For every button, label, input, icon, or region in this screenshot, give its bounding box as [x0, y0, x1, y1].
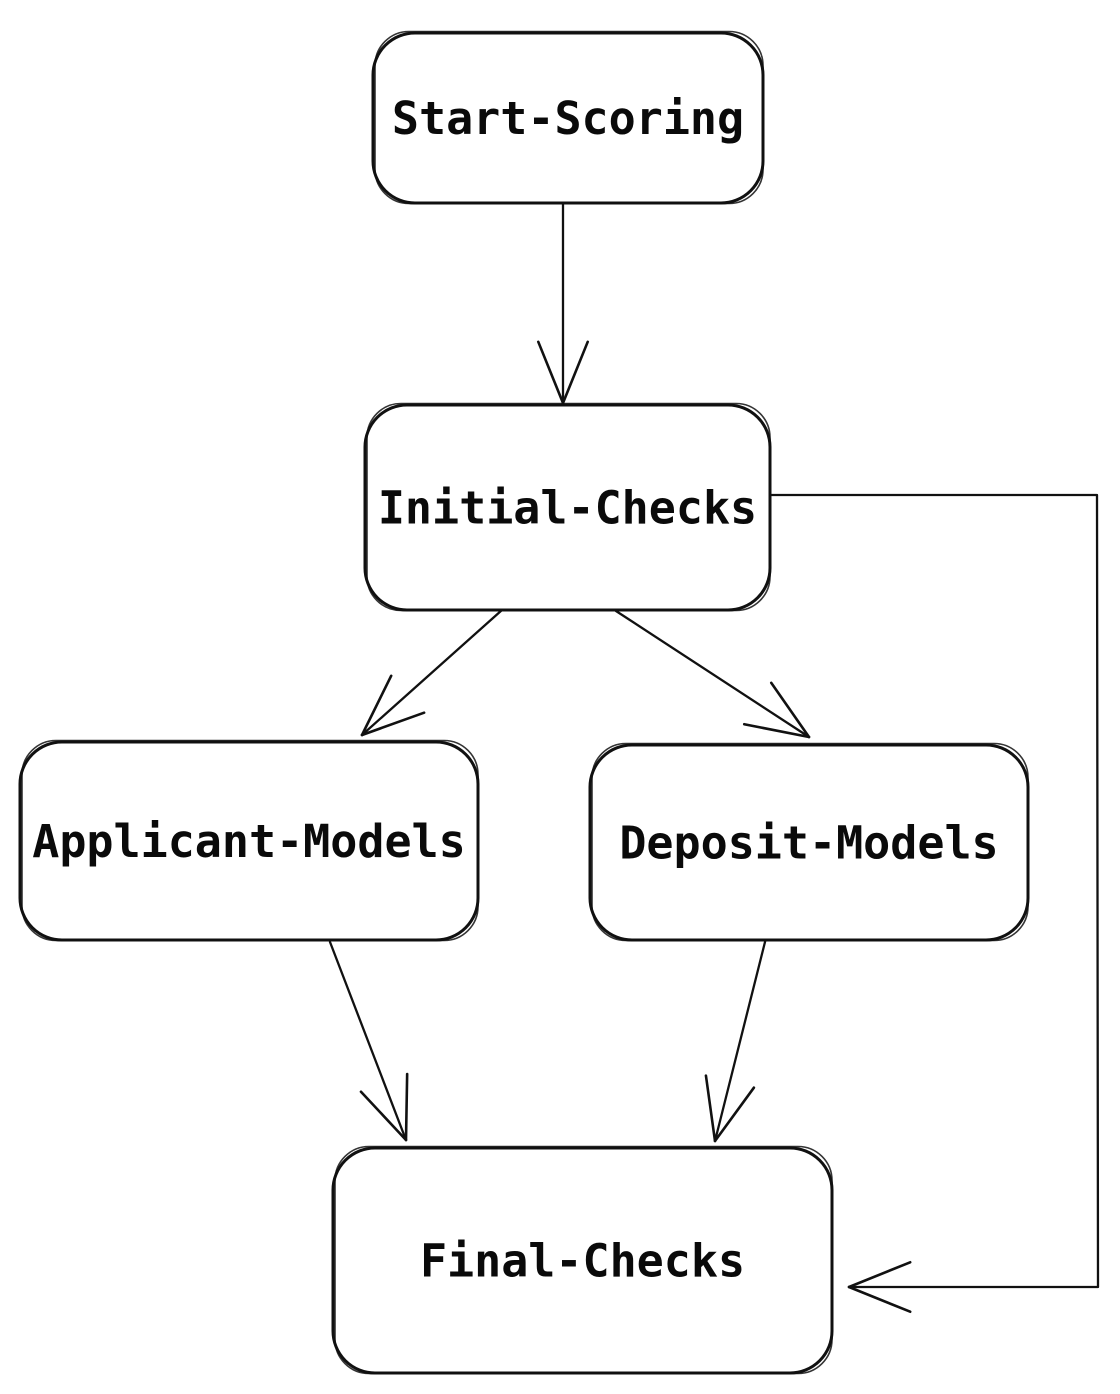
arrowhead-barb: [769, 681, 811, 739]
arrowhead-barb: [561, 340, 590, 405]
node-initial-checks: Initial-Checks: [363, 402, 772, 612]
node-label-applicant-models: Applicant-Models: [32, 815, 465, 868]
edge-line: [768, 493, 1100, 1289]
edge-initial-checks-to-applicant-models: [360, 608, 504, 737]
node-start-scoring: Start-Scoring: [371, 30, 765, 205]
arrowhead-barb: [360, 711, 426, 737]
arrowhead-barb: [713, 1086, 756, 1143]
edge-line: [328, 940, 408, 1142]
edge-line: [713, 936, 768, 1143]
node-deposit-models: Deposit-Models: [588, 742, 1030, 942]
arrowhead-barb: [360, 674, 393, 737]
arrowhead-barb: [359, 1090, 408, 1142]
edge-start-scoring-to-initial-checks: [536, 201, 590, 405]
arrowhead-barb: [536, 340, 565, 405]
arrowhead-barb: [847, 1285, 912, 1314]
node-box-sketch-stroke: [21, 739, 479, 942]
edge-line: [360, 608, 504, 737]
node-applicant-models: Applicant-Models: [18, 739, 480, 942]
edge-line: [614, 609, 811, 739]
node-label-start-scoring: Start-Scoring: [392, 92, 744, 145]
arrowhead-barb: [847, 1260, 912, 1289]
edge-initial-checks-to-deposit-models: [614, 609, 811, 739]
arrowhead-barb: [704, 1074, 717, 1143]
node-final-checks: Final-Checks: [331, 1145, 834, 1375]
node-label-deposit-models: Deposit-Models: [619, 817, 998, 870]
node-box-sketch-stroke: [591, 742, 1029, 942]
node-label-final-checks: Final-Checks: [420, 1235, 745, 1288]
edge-initial-checks-to-final-checks: [768, 493, 1100, 1314]
edge-applicant-models-to-final-checks: [328, 940, 409, 1142]
node-box-sketch-stroke: [334, 1145, 833, 1375]
node-label-initial-checks: Initial-Checks: [378, 482, 757, 535]
node-box-sketch-stroke: [366, 402, 771, 612]
node-box-sketch-stroke: [374, 30, 764, 205]
arrowhead-barb: [742, 722, 811, 739]
arrowhead-barb: [404, 1072, 409, 1142]
edge-deposit-models-to-final-checks: [704, 936, 768, 1143]
